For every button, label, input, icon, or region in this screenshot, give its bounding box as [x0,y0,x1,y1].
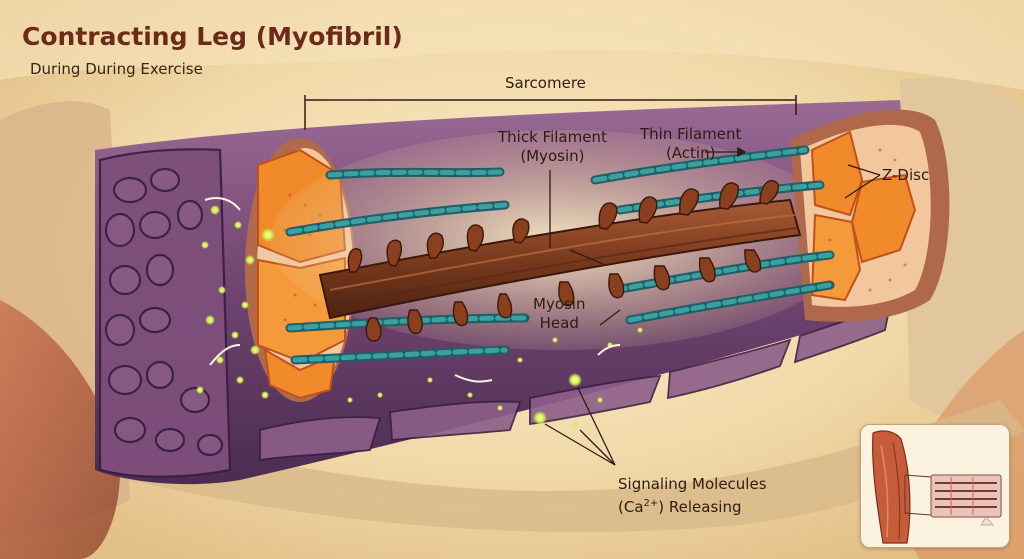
label-signaling-suffix: ) Releasing [658,498,742,516]
thick-filament-myosin [318,198,802,320]
label-signaling-molecules: Signaling Molecules (Ca2+) Releasing [618,475,767,517]
label-myosin-head-line2: Head [539,314,579,332]
actin-strand-4 [290,345,510,365]
myosin-heads [347,179,780,342]
label-sarcomere: Sarcomere [505,74,586,92]
release-arrows [204,197,621,383]
label-thick-filament: Thick Filament (Myosin) [498,128,607,166]
actin-strand-5 [590,145,810,185]
label-signaling-prefix: (Ca [618,498,644,516]
label-thin-filament-line1: Thin Filament [640,125,742,143]
label-myosin-head-line1: Myosin [533,295,586,313]
right-z-disc [790,109,950,322]
label-thin-filament: Thin Filament (Actin) [640,125,741,163]
label-signaling-line2: (Ca2+) Releasing [618,494,767,517]
leader-lines [544,146,881,466]
actin-strand-2 [285,200,510,237]
label-signaling-line1: Signaling Molecules [618,475,767,493]
background-fold [0,0,1024,90]
label-signaling-superscript: 2+ [643,498,659,509]
diagram-subtitle: During During Exercise [30,60,203,78]
leg-inset-thumbnail [860,424,1010,548]
label-myosin-head: Myosin Head [533,295,586,333]
leg-inset-illustration [872,430,1002,544]
label-thin-filament-line2: (Actin) [665,144,716,162]
actin-strand-8 [625,280,835,325]
actin-strand-7 [610,250,835,295]
actin-strand-1 [325,167,505,180]
lower-reticulum-mesh [259,303,892,462]
label-thick-filament-line2: (Myosin) [520,147,585,165]
lower-fascia [120,400,1024,533]
sarcoplasmic-reticulum-mesh [98,148,232,478]
left-muscle-tissue [0,300,120,559]
label-thick-filament-line1: Thick Filament [498,128,607,146]
label-z-disc: Z-Disc [882,166,930,184]
diagram-title: Contracting Leg (Myofibril) [22,22,403,51]
sarcomere-bracket [304,95,797,130]
